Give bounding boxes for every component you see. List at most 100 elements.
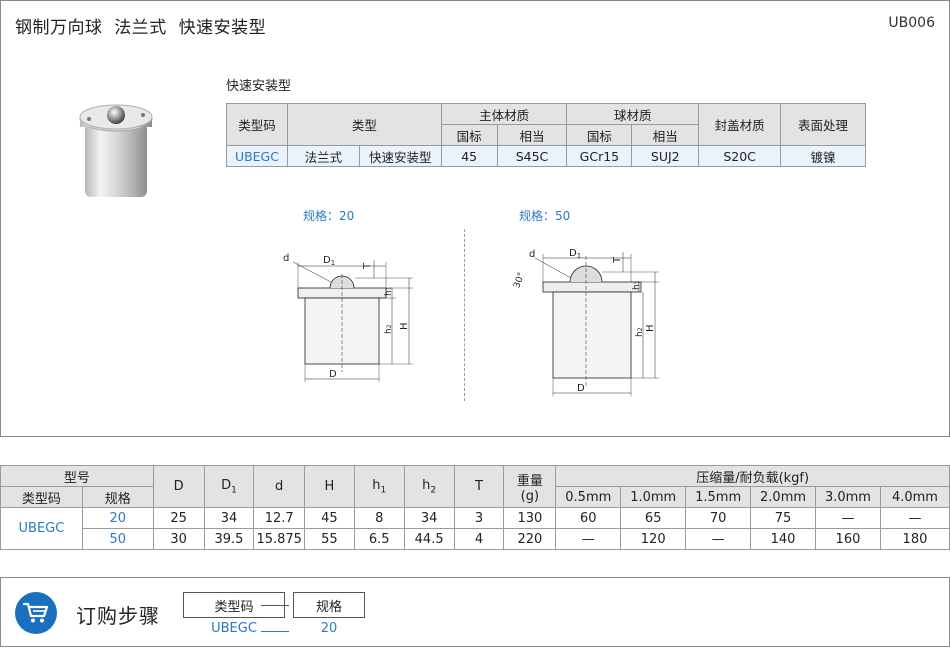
label-T: T <box>362 262 373 270</box>
dimensions-table: 型号 D D1 d H h1 h2 T 重量(g) 压缩量/耐负载(kgf) 类… <box>0 465 950 550</box>
th-h1: h1 <box>353 465 405 508</box>
label-d: d <box>283 253 289 264</box>
cell-load: — <box>815 507 881 529</box>
th-type-code-b: 类型码 <box>0 486 83 508</box>
label-H-50: H <box>645 324 656 332</box>
th-D1: D1 <box>203 465 255 508</box>
th-H: H <box>303 465 355 508</box>
spec-body-std: 45 <box>440 145 498 167</box>
spec-ball-std: GCr15 <box>566 145 633 167</box>
th-load-20: 2.0mm <box>750 486 816 508</box>
cell-load: 120 <box>620 528 687 550</box>
order-steps-panel: 订购步骤 类型码 规格 UBEGC 20 <box>0 577 950 647</box>
table-row: 50 30 39.5 15.875 55 6.5 44.5 4 220 — 12… <box>1 528 950 550</box>
cell-T: 4 <box>453 528 505 550</box>
row-spec[interactable]: 20 <box>81 507 154 529</box>
cell-weight: 130 <box>503 507 557 529</box>
cell-H: 55 <box>303 528 355 550</box>
label-angle: 30° <box>512 271 527 289</box>
dimensions-section: 型号 D D1 d H h1 h2 T 重量(g) 压缩量/耐负载(kgf) 类… <box>0 465 950 550</box>
cell-load: 180 <box>879 528 950 550</box>
th-model: 型号 <box>0 465 154 487</box>
spec-surface: 镀镍 <box>780 145 866 167</box>
th-load-15: 1.5mm <box>685 486 752 508</box>
label-T-50: T <box>612 256 623 264</box>
cell-load: 75 <box>750 507 816 529</box>
drawing-size20-label: 规格：20 <box>303 209 355 223</box>
th-D: D <box>152 465 205 508</box>
cart-icon <box>15 592 57 634</box>
spec-type-a: 法兰式 <box>286 145 360 167</box>
label-h2-50: h2 <box>635 327 645 337</box>
th-load-10: 1.0mm <box>620 486 687 508</box>
th-cover-material: 封盖材质 <box>698 103 782 146</box>
th-ball-equivalent: 相当 <box>631 124 700 146</box>
row-type-code[interactable]: UBEGC <box>0 507 83 550</box>
th-body-material: 主体材质 <box>440 103 568 125</box>
th-load: 压缩量/耐负载(kgf) <box>555 465 950 487</box>
label-h1: h1 <box>384 286 394 296</box>
label-h2: h2 <box>384 324 394 334</box>
material-spec-table: 类型码 类型 主体材质 球材质 封盖材质 表面处理 国标 相当 国标 相当 UB… <box>226 103 866 167</box>
cell-H: 45 <box>303 507 355 529</box>
cell-D1: 34 <box>203 507 255 529</box>
label-D: D <box>329 369 337 380</box>
th-type-code: 类型码 <box>226 103 288 146</box>
product-code: UB006 <box>888 15 935 31</box>
cell-load: — <box>685 528 752 550</box>
th-T: T <box>453 465 505 508</box>
order-connector <box>261 605 289 606</box>
table-row: UBEGC 20 25 34 12.7 45 8 34 3 130 60 65 … <box>0 507 950 550</box>
cell-D1: 39.5 <box>203 528 255 550</box>
label-d-50: d <box>529 249 535 260</box>
drawing-size20: D1 d T h1 h2 H D <box>283 253 413 382</box>
th-load-40: 4.0mm <box>879 486 950 508</box>
label-D1: D1 <box>323 255 335 267</box>
th-ball-standard: 国标 <box>566 124 633 146</box>
th-type: 类型 <box>286 103 442 146</box>
cell-h1: 8 <box>353 507 405 529</box>
page-title: 钢制万向球 法兰式 快速安装型 <box>15 18 267 38</box>
th-load-30: 3.0mm <box>815 486 881 508</box>
cell-load: — <box>555 528 622 550</box>
order-value-type-code[interactable]: UBEGC <box>211 621 257 636</box>
cell-d: 12.7 <box>253 507 305 529</box>
product-photo <box>79 104 153 197</box>
cell-D: 25 <box>152 507 205 529</box>
spec-type-code[interactable]: UBEGC <box>226 145 288 167</box>
row-spec[interactable]: 50 <box>81 528 154 550</box>
drawing-size50: D1 d 30° T h1 h2 H D <box>512 248 659 396</box>
technical-drawing: D1 d T h1 h2 H D <box>283 248 659 396</box>
th-h2: h2 <box>403 465 455 508</box>
order-value-spec[interactable]: 20 <box>320 621 338 636</box>
section-subtitle: 快速安装型 <box>226 79 292 94</box>
cell-h2: 44.5 <box>403 528 455 550</box>
th-weight: 重量(g) <box>503 465 557 508</box>
th-body-standard: 国标 <box>440 124 498 146</box>
label-D1-50: D1 <box>569 248 581 260</box>
order-title: 订购步骤 <box>76 604 160 628</box>
cell-weight: 220 <box>503 528 557 550</box>
cell-T: 3 <box>453 507 505 529</box>
order-value-connector <box>261 631 289 632</box>
label-h1-50: h1 <box>632 280 642 290</box>
product-panel: 钢制万向球 法兰式 快速安装型 UB006 快速安装型 <box>0 0 950 437</box>
label-H: H <box>399 322 410 330</box>
spec-body-eq: S45C <box>496 145 568 167</box>
drawing-divider <box>464 229 465 401</box>
cell-load: 65 <box>620 507 687 529</box>
cell-load: — <box>879 507 950 529</box>
cell-d: 15.875 <box>253 528 305 550</box>
cell-load: 140 <box>750 528 816 550</box>
th-load-05: 0.5mm <box>555 486 622 508</box>
spec-cover: S20C <box>698 145 782 167</box>
cell-load: 60 <box>555 507 622 529</box>
spec-ball-eq: SUJ2 <box>631 145 700 167</box>
th-ball-material: 球材质 <box>566 103 700 125</box>
cell-load: 160 <box>815 528 881 550</box>
th-d: d <box>253 465 305 508</box>
drawing-size50-label: 规格：50 <box>519 209 571 223</box>
th-surface: 表面处理 <box>780 103 866 146</box>
cell-load: 70 <box>685 507 752 529</box>
cell-D: 30 <box>152 528 205 550</box>
